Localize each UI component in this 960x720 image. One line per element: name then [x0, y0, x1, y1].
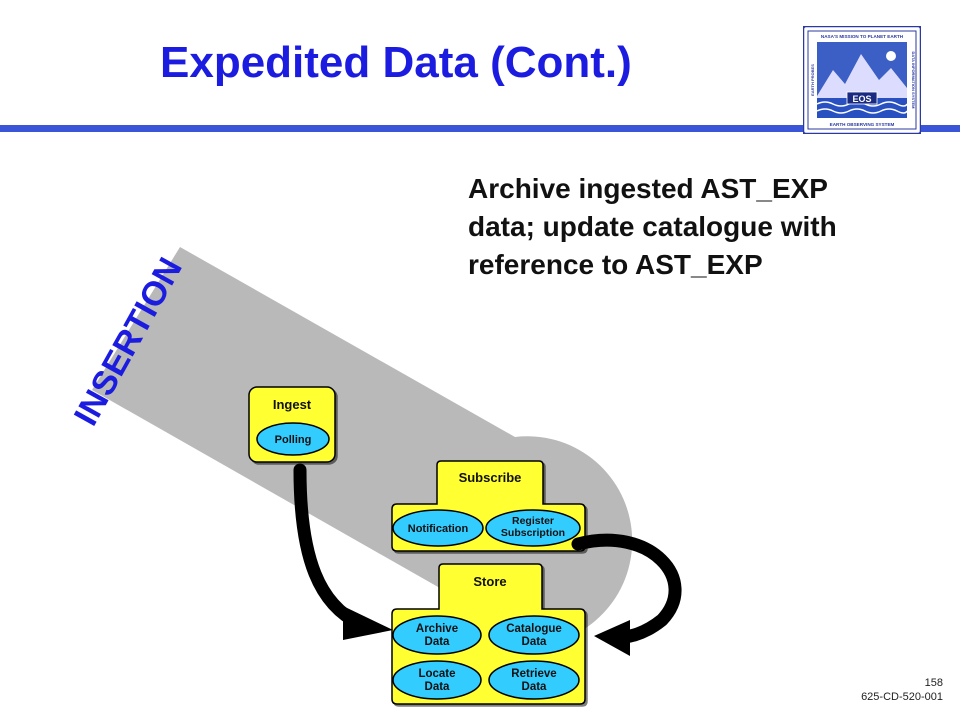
subscribe-oval-notification[interactable]: Notification	[392, 509, 484, 547]
insertion-band	[92, 247, 633, 645]
locate-label-line1: Locate	[418, 668, 455, 680]
locate-label-line2: Data	[425, 681, 451, 693]
polling-label: Polling	[275, 434, 312, 446]
notification-label: Notification	[408, 523, 469, 535]
logo-top-text: NASA'S MISSION TO PLANET EARTH	[821, 34, 904, 39]
subscribe-oval-register-subscription[interactable]: Register Subscription	[485, 509, 581, 547]
ingest-title: Ingest	[273, 397, 312, 412]
store-oval-retrieve-data[interactable]: Retrieve Data	[488, 660, 580, 700]
retrieve-label-line1: Retrieve	[511, 668, 556, 680]
slide-title: Expedited Data (Cont.)	[160, 38, 632, 87]
catalogue-label-line2: Data	[522, 636, 548, 648]
document-id: 625-CD-520-001	[861, 691, 943, 703]
retrieve-label-line2: Data	[522, 681, 548, 693]
subscribe-title: Subscribe	[459, 470, 522, 485]
eos-logo: EOS NASA'S MISSION TO PLANET EARTH EARTH…	[803, 26, 921, 134]
store-oval-locate-data[interactable]: Locate Data	[392, 660, 482, 700]
logo-bottom-text: EARTH OBSERVING SYSTEM	[830, 122, 895, 127]
store-oval-archive-data[interactable]: Archive Data	[392, 615, 482, 655]
logo-right-text: DATA INFORMATION SYSTEM	[911, 52, 916, 110]
page-number: 158	[924, 677, 943, 689]
register-label-line2: Subscription	[501, 527, 565, 539]
slide-footer: 158 625-CD-520-001	[861, 676, 943, 704]
title-rule	[0, 125, 960, 132]
subscribe-to-store-loop-arrow	[571, 533, 682, 656]
ingest-oval-polling[interactable]: Polling	[256, 422, 330, 456]
store-oval-catalogue-data[interactable]: Catalogue Data	[488, 615, 580, 655]
archive-label-line1: Archive	[416, 623, 458, 635]
register-label-line1: Register	[512, 515, 554, 527]
catalogue-label-line1: Catalogue	[506, 623, 562, 635]
archive-label-line2: Data	[425, 636, 451, 648]
ingest-to-store-arrow	[293, 463, 393, 640]
slide-caption: Archive ingested AST_EXP data; update ca…	[468, 173, 837, 280]
store-title: Store	[473, 574, 506, 589]
logo-badge: EOS	[852, 94, 871, 104]
logo-left-text: EARTH PROBES	[810, 64, 815, 96]
